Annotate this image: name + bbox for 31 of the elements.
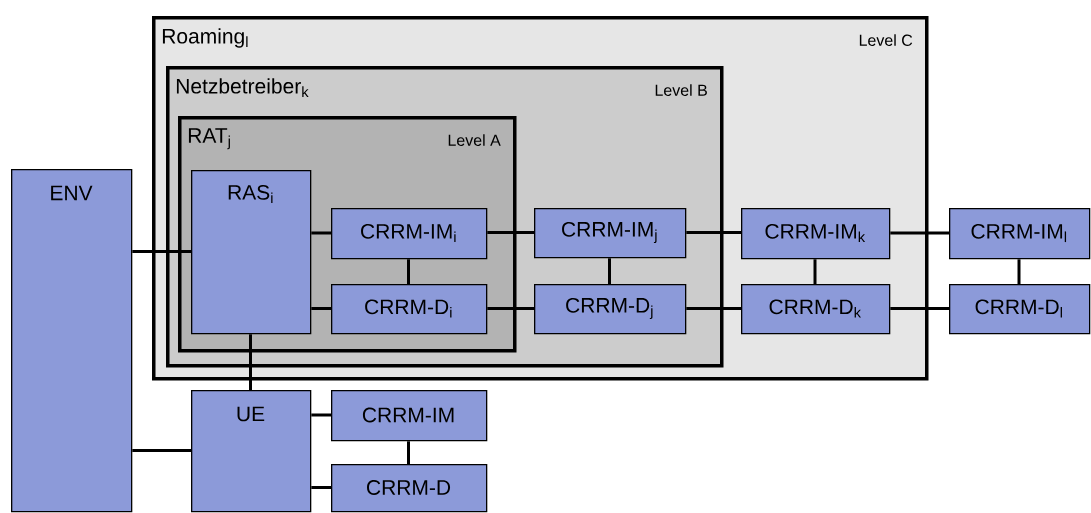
component-box: ENV: [11, 169, 133, 513]
connector-line: [132, 250, 191, 253]
component-box: CRRM-D$_{j}$: [534, 284, 687, 335]
component-box: CRRM-IM$_{l}$: [949, 208, 1091, 260]
connector-line: [311, 486, 331, 489]
connector-line: [487, 231, 534, 234]
connector-line: [890, 231, 949, 235]
connector-line: [686, 231, 741, 234]
component-box: CRRM-IM$_{k}$: [741, 208, 891, 260]
connector-line: [487, 307, 534, 310]
connector-line: [311, 231, 331, 235]
connector-line: [132, 449, 191, 452]
component-box: RAS$_{i}$: [191, 170, 312, 335]
connector-line: [890, 307, 949, 310]
component-box: CRRM-D$_{k}$: [741, 284, 891, 335]
connector-line: [311, 307, 331, 310]
component-box: CRRM-IM$_{j}$: [534, 208, 687, 259]
connector-line: [813, 259, 817, 284]
component-box: CRRM-IM$_{i}$: [331, 208, 488, 260]
connector-line: [686, 307, 741, 310]
connector-line: [311, 413, 331, 417]
component-box: UE: [191, 390, 312, 513]
component-box: CRRM-D$_{i}$: [331, 284, 488, 335]
component-box: CRRM-IM: [331, 390, 488, 442]
connector-line: [1017, 259, 1021, 284]
connector-line: [407, 441, 410, 464]
connector-line: [249, 334, 252, 390]
component-box: CRRM-D: [331, 464, 488, 513]
connector-line: [407, 259, 410, 284]
component-box: CRRM-D$_{l}$: [949, 284, 1091, 335]
connector-line: [608, 258, 611, 284]
